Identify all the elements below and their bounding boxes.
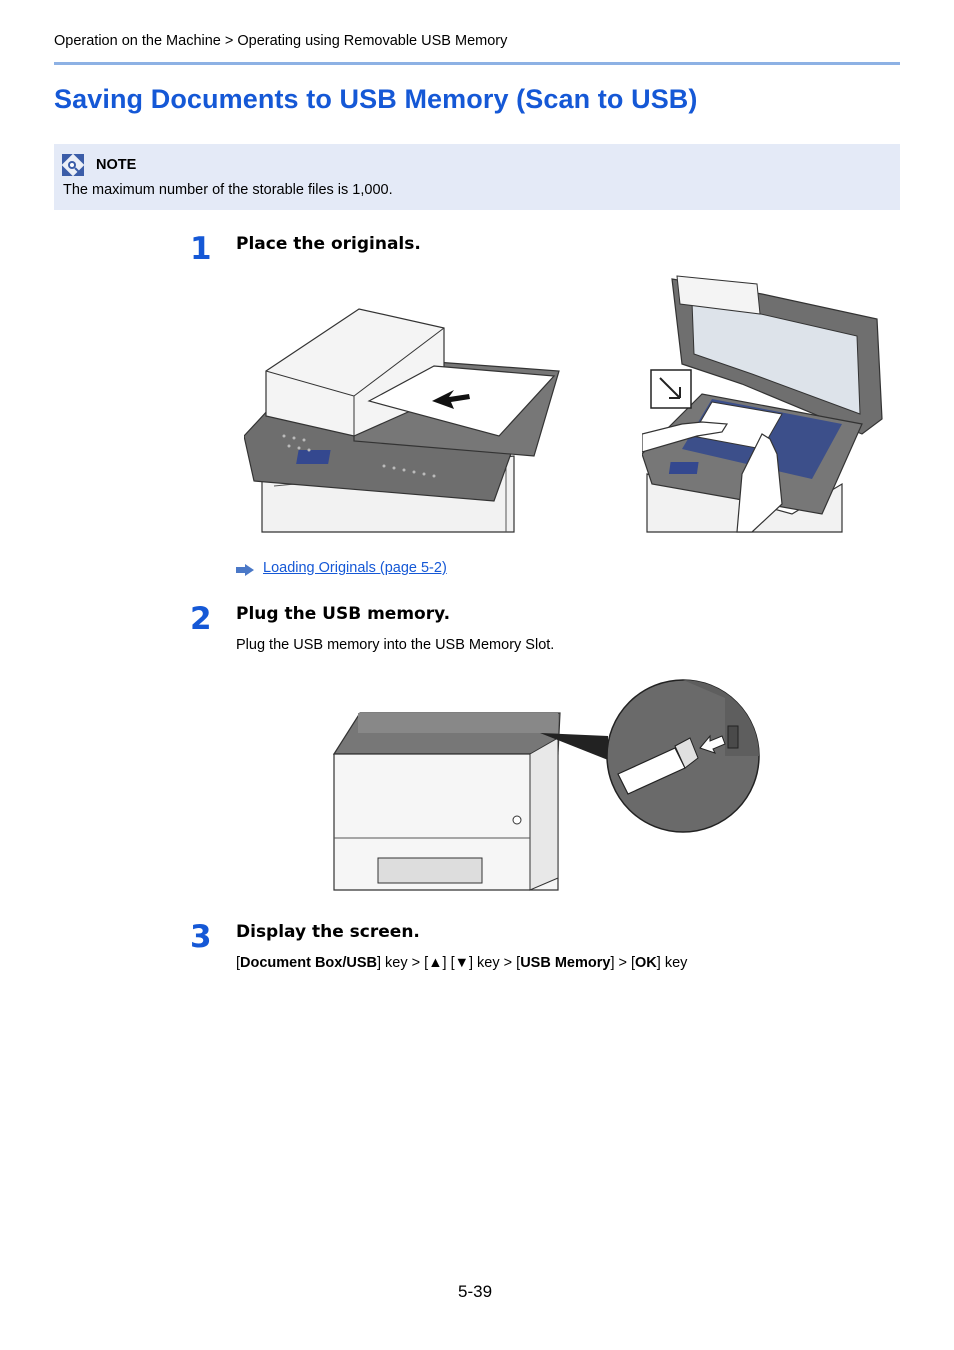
page-title: Saving Documents to USB Memory (Scan to … xyxy=(54,84,698,114)
down-key: ▼ xyxy=(454,955,469,971)
breadcrumb: Operation on the Machine > Operating usi… xyxy=(54,33,508,49)
document-box-usb-key: Document Box/USB xyxy=(240,955,377,971)
ok-key: OK xyxy=(635,955,657,971)
arrow-right-icon xyxy=(236,564,254,576)
step-3-instruction: [Document Box/USB] key > [▲] [▼] key > [… xyxy=(236,955,688,971)
note-icon xyxy=(62,154,84,176)
step-3-number: 3 xyxy=(190,919,212,955)
header-rule xyxy=(54,62,900,65)
step-3-title: Display the screen. xyxy=(236,922,420,942)
note-text: The maximum number of the storable files… xyxy=(63,182,393,198)
usb-slot-illustration xyxy=(332,679,760,891)
step-1-title: Place the originals. xyxy=(236,234,421,254)
step-1-number: 1 xyxy=(190,231,212,267)
direction-indicator-icon xyxy=(650,369,692,409)
note-label: NOTE xyxy=(96,157,137,173)
step-2-text: Plug the USB memory into the USB Memory … xyxy=(236,637,555,653)
adf-loading-illustration xyxy=(244,308,560,533)
step-2-title: Plug the USB memory. xyxy=(236,604,451,624)
up-key: ▲ xyxy=(428,955,443,971)
usb-memory-key: USB Memory xyxy=(520,955,611,971)
step-2-number: 2 xyxy=(190,601,212,637)
note-box xyxy=(54,144,900,210)
loading-originals-link[interactable]: Loading Originals (page 5-2) xyxy=(263,560,447,576)
page-number: 5-39 xyxy=(458,1282,493,1301)
platen-loading-illustration xyxy=(642,275,883,533)
